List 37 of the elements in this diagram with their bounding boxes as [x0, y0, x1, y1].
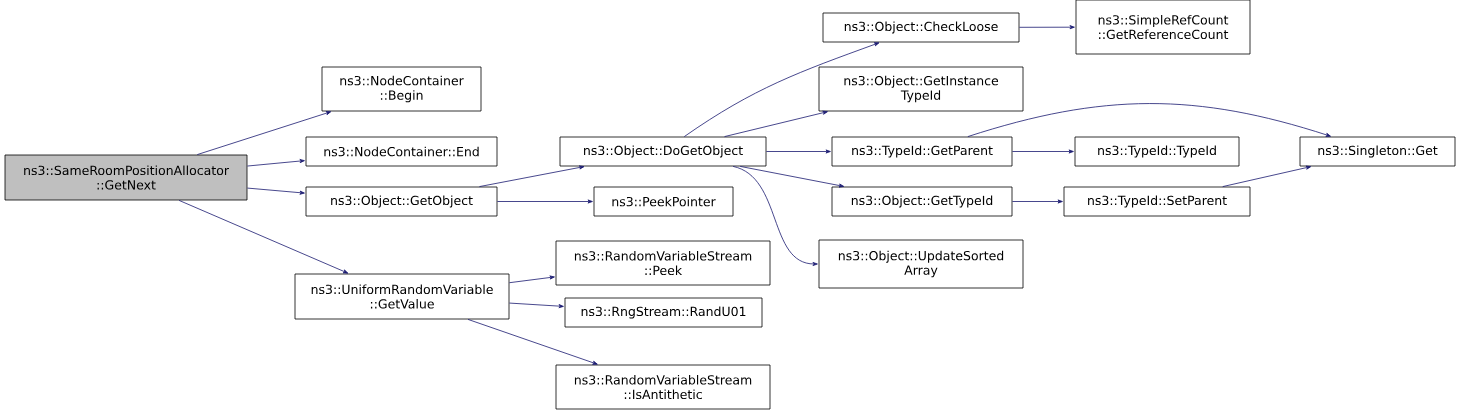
arrow	[724, 110, 828, 137]
arrow	[247, 187, 305, 195]
function-box: ns3::SameRoomPositionAllocator ::GetNext	[4, 154, 248, 201]
arrow	[732, 166, 818, 266]
arrow	[509, 302, 564, 309]
arrow	[967, 103, 1331, 137]
arrow	[497, 199, 593, 204]
function-box: ns3::Object::GetInstance TypeId	[818, 66, 1024, 112]
arrow	[178, 200, 349, 274]
function-box: ns3::TypeId::GetParent	[831, 136, 1013, 167]
function-box: ns3::TypeId::SetParent	[1063, 186, 1251, 217]
arrow	[467, 319, 598, 365]
arrow	[683, 42, 880, 137]
function-box: ns3::NodeContainer ::Begin	[321, 66, 482, 112]
arrow	[479, 165, 585, 187]
function-box: ns3::Object::GetTypeId	[831, 186, 1013, 217]
arrow	[1012, 199, 1063, 204]
arrow	[196, 111, 332, 155]
function-box: ns3::Object::CheckLoose	[822, 12, 1020, 43]
function-box: ns3::Object::GetObject	[305, 186, 498, 217]
function-box: ns3::Object::UpdateSorted Array	[818, 239, 1024, 289]
arrow	[766, 149, 831, 154]
function-box: ns3::UniformRandomVariable ::GetValue	[294, 273, 510, 320]
function-box: ns3::NodeContainer::End	[305, 136, 498, 167]
arrow	[739, 166, 845, 188]
arrow	[509, 275, 555, 284]
arrow	[247, 159, 305, 167]
function-box: ns3::RngStream::RandU01	[564, 297, 763, 328]
function-box: ns3::RandomVariableStream ::IsAntithetic	[555, 364, 771, 410]
function-box: ns3::SimpleRefCount ::GetReferenceCount	[1075, 0, 1251, 55]
function-box: ns3::Object::DoGetObject	[559, 136, 767, 167]
function-box: ns3::TypeId::TypeId	[1074, 136, 1240, 167]
function-box: ns3::PeekPointer	[593, 186, 734, 217]
arrow	[1019, 25, 1075, 30]
arrow	[1012, 149, 1074, 154]
function-box: ns3::RandomVariableStream ::Peek	[555, 240, 771, 286]
function-box: ns3::Singleton::Get	[1299, 136, 1456, 167]
